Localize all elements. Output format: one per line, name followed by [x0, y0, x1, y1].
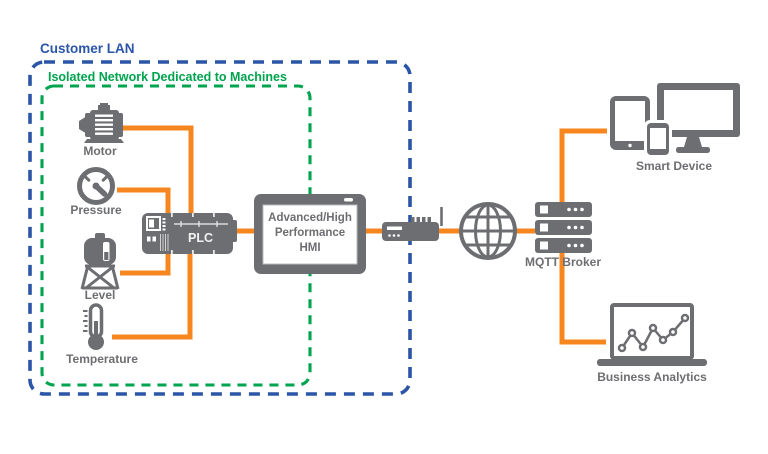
- multi-device-icon: [607, 83, 740, 158]
- thermometer-icon: [83, 303, 104, 350]
- business-analytics-label: Business Analytics: [597, 370, 707, 384]
- customer-lan-boundary: [28, 60, 412, 396]
- pressure-gauge-icon: [77, 167, 115, 205]
- mqtt-broker-label: MQTT Broker: [524, 255, 601, 269]
- customer-lan-zone-label: Customer LAN: [40, 41, 135, 56]
- hmi-label: Advanced/High Performance HMI: [268, 212, 352, 254]
- connection-level-plc: [120, 253, 171, 276]
- connection-motor-plc: [123, 125, 194, 213]
- connection-temperature-plc: [112, 253, 193, 340]
- water-tower-icon: [80, 233, 120, 290]
- isolated-network-zone-label: Isolated Network Dedicated to Machines: [48, 70, 287, 84]
- server-stack-icon: [535, 202, 592, 253]
- hmi-panel-icon: [254, 194, 366, 274]
- analytics-chart-points: [617, 313, 690, 353]
- internet-globe-icon: [459, 202, 517, 260]
- plc-label: PLC: [188, 231, 213, 245]
- wireless-router-icon: [382, 207, 443, 241]
- plc-controller-icon: [142, 213, 237, 254]
- smart-device-label: Smart Device: [635, 159, 713, 173]
- connection-pressure-plc: [117, 187, 171, 213]
- connection-broker-smartdevice: [559, 128, 609, 202]
- motor-icon: [79, 103, 124, 143]
- connection-broker-analytics: [559, 253, 606, 345]
- laptop-analytics-icon: [597, 303, 707, 366]
- phone-icon: [644, 120, 672, 158]
- tablet-icon: [607, 93, 653, 153]
- temperature-label: Temperature: [66, 352, 138, 366]
- level-label: Level: [84, 288, 116, 302]
- pressure-label: Pressure: [70, 203, 122, 217]
- monitor-icon: [657, 83, 740, 153]
- motor-label: Motor: [83, 144, 117, 158]
